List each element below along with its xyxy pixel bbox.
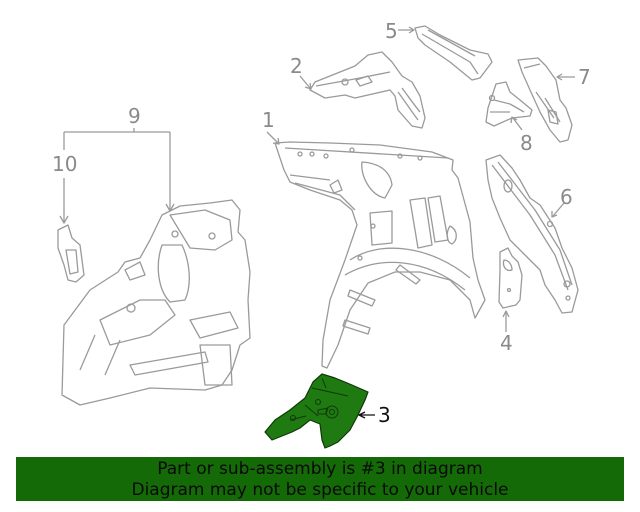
part-6-pillar-reinforcement[interactable] (485, 154, 579, 314)
part-8-gusset[interactable] (485, 81, 533, 127)
leader-3 (358, 411, 375, 419)
leader-5 (398, 26, 415, 34)
banner-line-disclaimer: Diagram may not be specific to your vehi… (131, 480, 509, 500)
callout-4: 4 (500, 331, 513, 355)
callout-1: 1 (262, 108, 275, 132)
callout-9: 9 (128, 104, 141, 128)
leader-4 (502, 310, 510, 332)
callout-2: 2 (290, 54, 303, 78)
part-3-highlighted-panel[interactable] (264, 373, 369, 449)
callout-3: 3 (378, 403, 391, 427)
part-1-quarter-inner-panel[interactable] (274, 141, 486, 369)
part-2-upper-rail[interactable] (309, 51, 426, 129)
leader-8 (510, 116, 523, 131)
part-4-plate[interactable] (498, 247, 523, 309)
leader-9-10 (59, 128, 175, 224)
callout-10: 10 (52, 152, 78, 176)
leader-7 (556, 73, 575, 81)
callout-8: 8 (520, 131, 533, 155)
callout-6: 6 (560, 185, 573, 209)
part-5-rail-bracket[interactable] (414, 25, 493, 81)
leader-1 (266, 131, 280, 145)
part-7-pillar-bracket[interactable] (517, 57, 573, 143)
callout-5: 5 (385, 19, 398, 43)
leader-6 (551, 202, 565, 218)
part-9-wheelhouse-inner[interactable] (61, 199, 251, 406)
leader-2 (299, 75, 312, 90)
part-10-bracket[interactable] (57, 224, 85, 283)
banner-line-part-number: Part or sub-assembly is #3 in diagram (157, 459, 483, 479)
callout-7: 7 (578, 65, 591, 89)
diagram-notice-banner: Part or sub-assembly is #3 in diagram Di… (16, 457, 624, 501)
